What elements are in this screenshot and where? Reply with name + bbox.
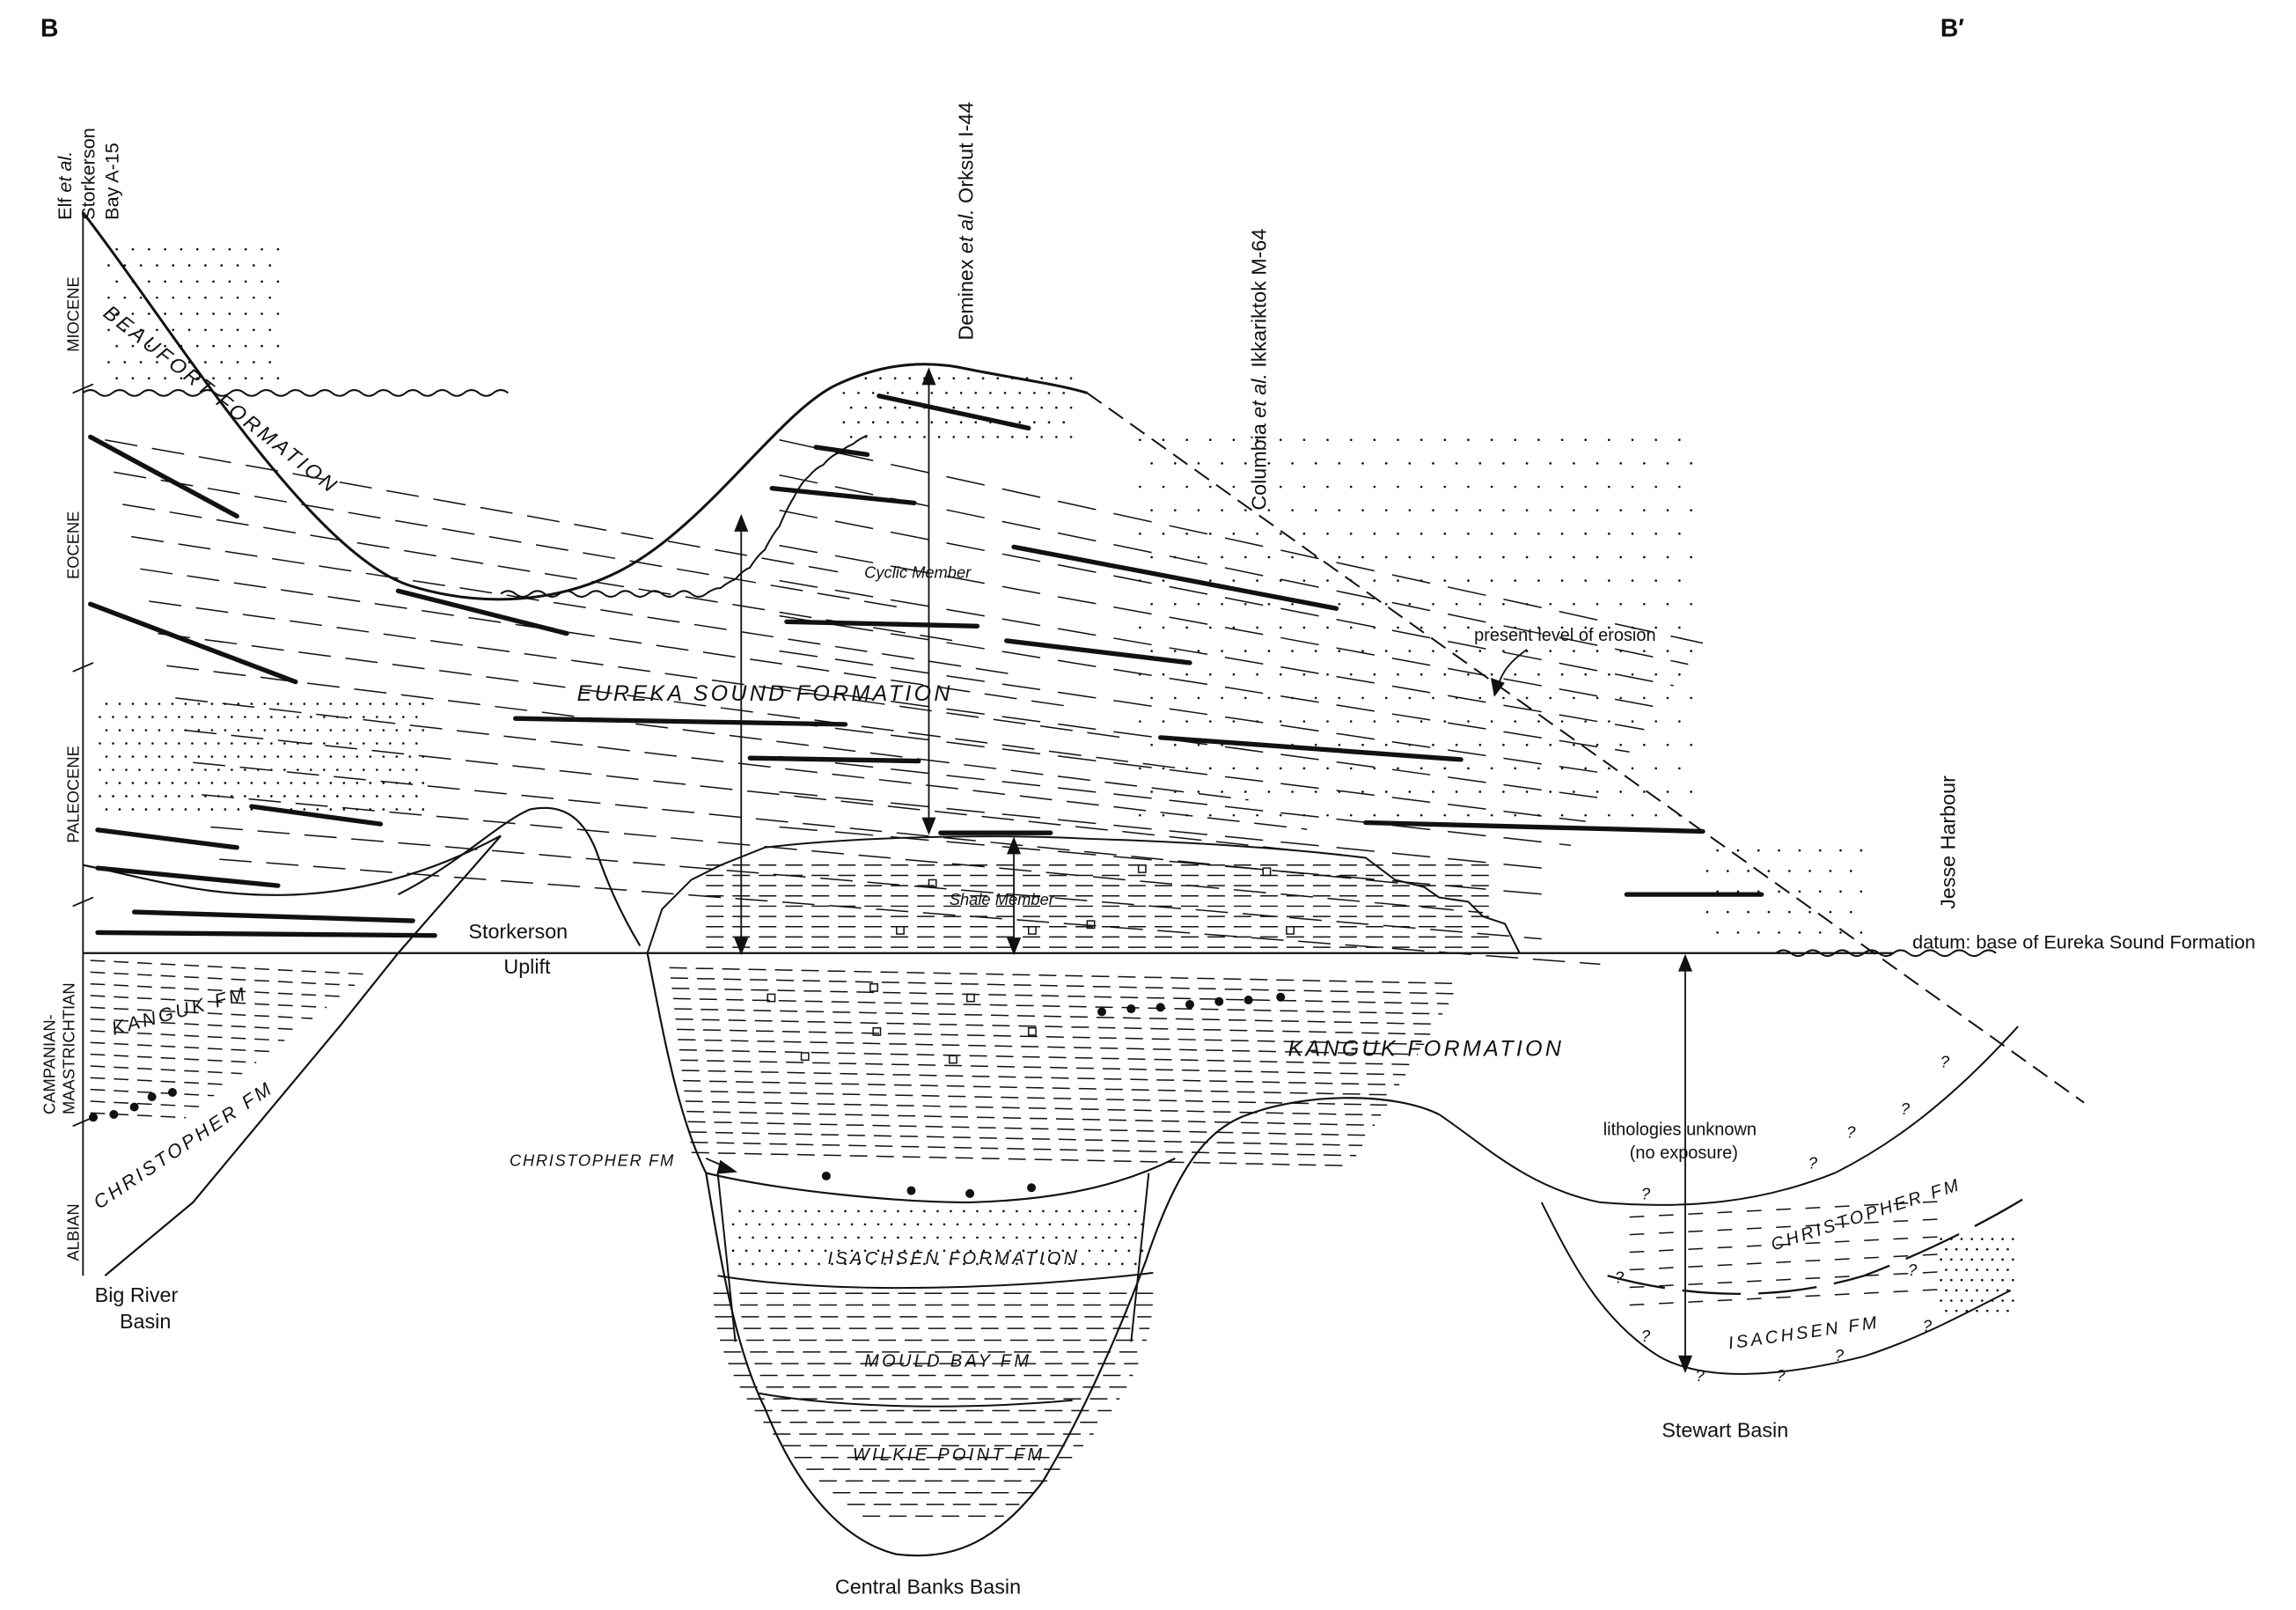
- cyclic-member-label: Cyclic Member: [864, 562, 972, 581]
- central-wall-left: [716, 1173, 737, 1342]
- wilkie-point-label: WILKIE POINT FM: [853, 1445, 1045, 1465]
- svg-text:Jesse Harbour: Jesse Harbour: [1936, 776, 1959, 909]
- shale-member-label: Shale Member: [950, 890, 1055, 908]
- erosion-projection: [1086, 392, 2085, 1104]
- epoch-miocene: MIOCENE: [63, 276, 82, 351]
- erosion-label: present level of erosion: [1474, 626, 1655, 645]
- top-surface: [82, 211, 1088, 601]
- nodules: [88, 992, 1286, 1198]
- epoch-paleocene: PALEOCENE: [63, 746, 82, 843]
- mould-bay-base: [757, 1392, 1073, 1408]
- svg-text:?: ?: [1776, 1366, 1786, 1385]
- section-start-label: B: [40, 14, 58, 42]
- christopher-center-label: CHRISTOPHER FM: [510, 1151, 675, 1169]
- lithology-dots: [99, 247, 2014, 1312]
- stewart-mid-dashed: [1607, 1198, 2023, 1295]
- svg-text:Bay A-15: Bay A-15: [100, 143, 122, 220]
- big-river-label-1: Big River: [95, 1283, 179, 1306]
- christopher-base-line: [706, 1157, 1176, 1204]
- section-end-label: B′: [1940, 14, 1964, 42]
- svg-text:Storkerson: Storkerson: [77, 128, 99, 220]
- stewart-upper: [1438, 1026, 2019, 1206]
- christopher-left-label: CHRISTOPHER FM: [89, 1077, 277, 1214]
- left-wedge: [83, 834, 502, 1277]
- svg-text:?: ?: [1696, 1366, 1705, 1385]
- unknown-label-1: lithologies unknown: [1603, 1120, 1757, 1139]
- svg-text:?: ?: [1808, 1154, 1818, 1173]
- svg-text:CAMPANIAN-: CAMPANIAN-: [40, 1014, 59, 1114]
- central-wall-right: [1130, 1173, 1150, 1342]
- storkerson-uplift: [397, 806, 642, 946]
- epoch-campanian: CAMPANIAN- MAASTRICHTIAN: [40, 982, 78, 1114]
- svg-text:?: ?: [1908, 1261, 1918, 1279]
- well-orksut: Deminex et al. Orksut I-44: [954, 102, 977, 341]
- svg-text:?: ?: [1641, 1185, 1651, 1203]
- labels: B B′ Elf et al. Storkerson Bay A-15 Demi…: [40, 14, 2256, 1599]
- well-ikkariktok: Columbia et al. Ikkariktok M-64: [1248, 229, 1271, 511]
- epoch-albian: ALBIAN: [63, 1203, 82, 1261]
- kanguk-left-label: KANGUK FM: [109, 982, 250, 1040]
- well-jesse-harbour: Jesse Harbour: [1936, 776, 1959, 909]
- datum-wavy: [1775, 949, 1997, 958]
- svg-text:Columbia et al. Ikkariktok M-: Columbia et al. Ikkariktok M-64: [1248, 229, 1271, 511]
- svg-text:Elf et al.: Elf et al.: [54, 151, 76, 220]
- datum-label: datum: base of Eureka Sound Formation: [1912, 931, 2256, 953]
- svg-text:?: ?: [1901, 1099, 1911, 1118]
- storkerson-uplift-label-1: Storkerson: [468, 920, 568, 943]
- kanguk-formation-label: KANGUK FORMATION: [1288, 1036, 1565, 1061]
- svg-text:Deminex et al. Orksut I-44: Deminex et al. Orksut I-44: [954, 102, 977, 341]
- svg-text:?: ?: [1846, 1123, 1856, 1142]
- eureka-formation-label: EUREKA SOUND FORMATION: [577, 681, 953, 706]
- lithology-dashes: [90, 438, 1938, 1518]
- isachsen-right-label: ISACHSEN FM: [1728, 1313, 1882, 1354]
- svg-text:?: ?: [1641, 1327, 1651, 1345]
- well-storkerson: Elf et al. Storkerson Bay A-15: [54, 128, 122, 220]
- stewart-lower: [1540, 1202, 2012, 1375]
- svg-text:?: ?: [1940, 1053, 1950, 1071]
- big-river-label-2: Basin: [120, 1310, 171, 1333]
- concretions: [767, 864, 1295, 1064]
- unknown-label-2: (no exposure): [1630, 1143, 1738, 1163]
- arrows: [72, 212, 1693, 1373]
- stewart-basin-label: Stewart Basin: [1661, 1418, 1788, 1441]
- unknown-markers: ??? ??? ??? ???: [1615, 1053, 1950, 1385]
- formation-outlines: [82, 211, 2085, 1557]
- isachsen-formation-label: ISACHSEN FORMATION: [828, 1249, 1080, 1268]
- beaufort-base: [82, 389, 510, 397]
- beaufort-base-right: [500, 434, 868, 598]
- svg-text:?: ?: [1615, 1268, 1625, 1287]
- coal-seams: [87, 393, 1764, 938]
- central-banks-label: Central Banks Basin: [835, 1576, 1021, 1599]
- svg-text:?: ?: [1835, 1346, 1845, 1364]
- isachsen-base-line: [717, 1271, 1154, 1289]
- christopher-right-label: CHRISTOPHER FM: [1769, 1175, 1964, 1255]
- svg-text:MAASTRICHTIAN: MAASTRICHTIAN: [59, 982, 77, 1114]
- epoch-eocene: EOCENE: [63, 511, 82, 579]
- mould-bay-label: MOULD BAY FM: [864, 1351, 1031, 1371]
- storkerson-uplift-label-2: Uplift: [503, 955, 551, 978]
- svg-text:?: ?: [1923, 1317, 1933, 1335]
